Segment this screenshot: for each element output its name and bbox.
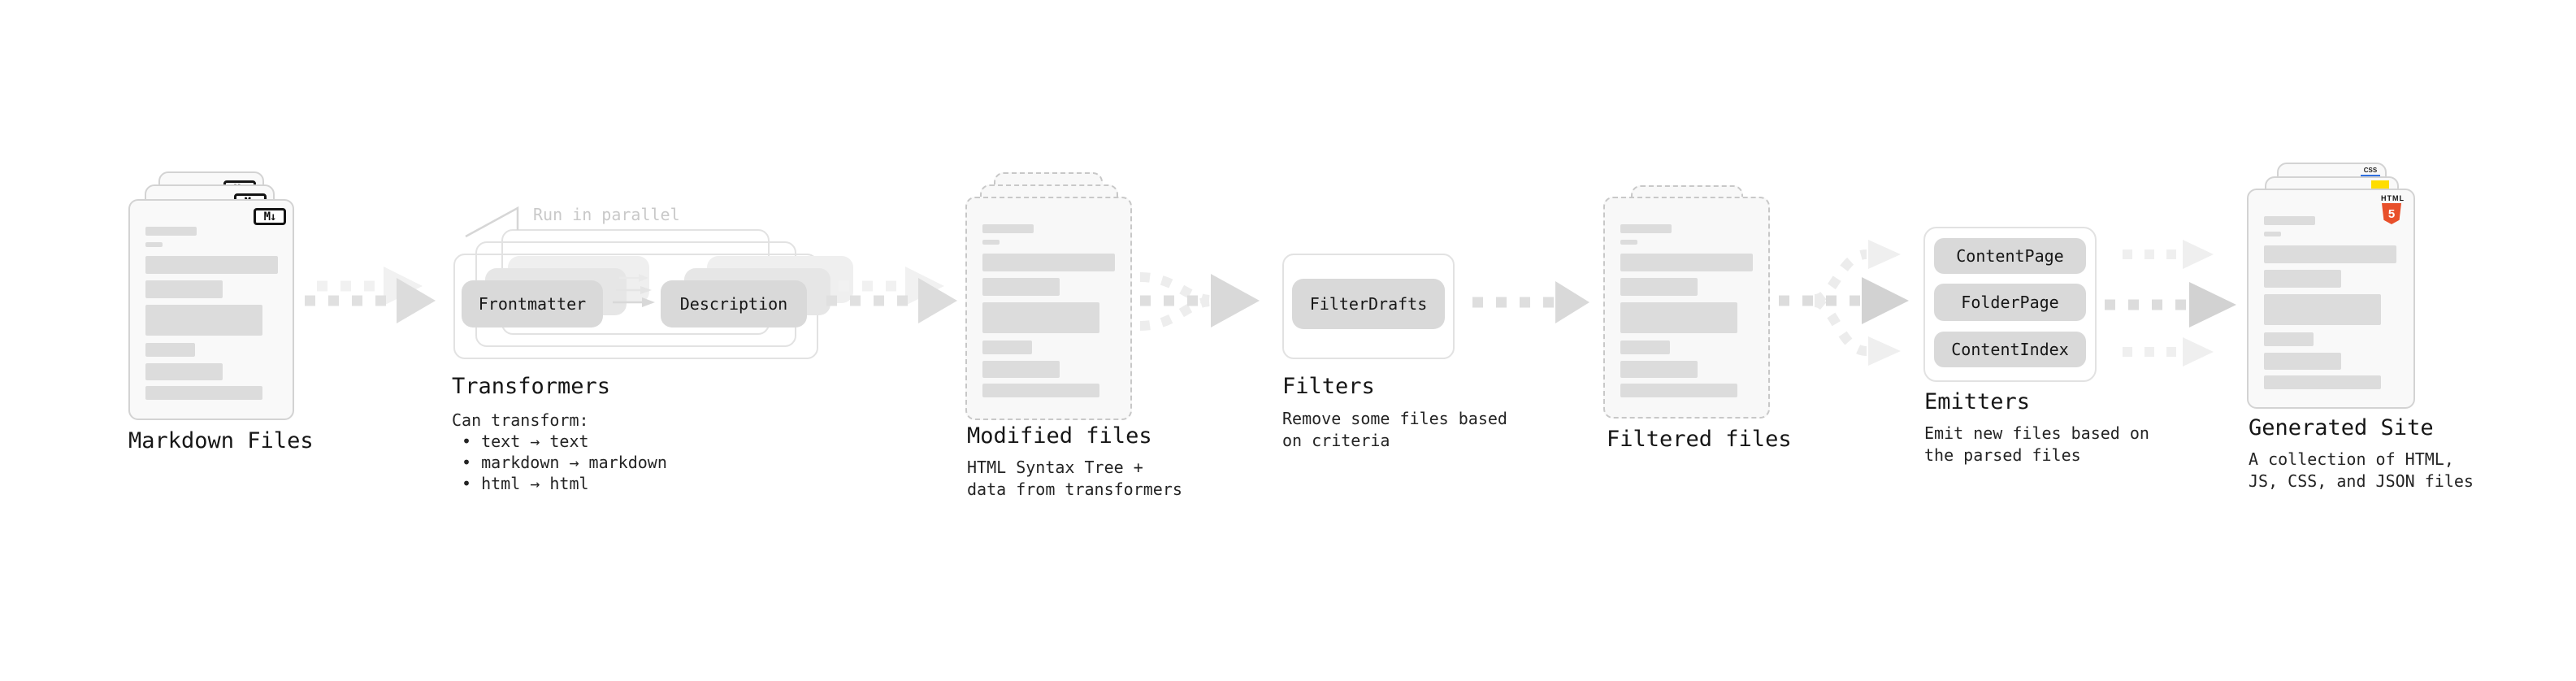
stage-label: Markdown Files (128, 428, 314, 453)
doc-text-bar (1620, 302, 1737, 333)
document-card (965, 197, 1132, 420)
document-card: M↓ (128, 199, 294, 420)
stage-label: Transformers (452, 374, 611, 399)
run-in-parallel-annotation: Run in parallel (533, 205, 680, 224)
doc-text-bar (982, 302, 1099, 333)
doc-text-bar (2264, 332, 2314, 346)
stage-description: Can transform: • text → text • markdown … (452, 410, 667, 494)
filters-frame (1282, 254, 1455, 359)
doc-text-bar (1620, 240, 1637, 245)
doc-text-bar (145, 386, 262, 400)
stage-description: Emit new files based on the parsed files (1924, 423, 2149, 465)
flow-arrow-filtered-to-emitters (1779, 240, 1909, 366)
flow-arrow-transformers-to-modified (826, 267, 957, 323)
flow-arrow-emitters-to-generated (2105, 240, 2236, 367)
doc-text-bar (982, 240, 1000, 245)
desc-bullet: • markdown → markdown (462, 453, 667, 472)
doc-text-bar (1620, 278, 1698, 296)
doc-text-bar (1620, 384, 1737, 397)
stage-description: Remove some files based on criteria (1282, 409, 1507, 450)
doc-text-bar (1620, 254, 1753, 271)
transformer-box-description: Description (661, 280, 807, 327)
emitter-box-contentpage: ContentPage (1934, 238, 2086, 274)
stage-label: Emitters (1924, 389, 2031, 414)
desc-bullet: • html → html (462, 474, 589, 493)
emitter-box-folderpage: FolderPage (1934, 284, 2086, 321)
desc-bullet: • text → text (462, 432, 589, 451)
doc-text-bar (2264, 232, 2281, 236)
emitters-frame (1923, 227, 2097, 382)
doc-text-bar (2264, 353, 2341, 370)
doc-text-bar (982, 361, 1060, 378)
doc-text-bar (1620, 340, 1670, 354)
stage-label: Modified files (967, 423, 1152, 449)
doc-text-bar (145, 227, 197, 236)
desc-line: Can transform: (452, 410, 589, 430)
flow-arrow-markdown-to-transformers (305, 267, 436, 323)
parallel-mini-arrows (613, 274, 655, 307)
doc-text-bar (982, 254, 1115, 271)
transformer-box-frontmatter: Frontmatter (462, 280, 603, 327)
doc-text-bar (145, 363, 223, 380)
document-card (1603, 197, 1770, 419)
document-card: HTML 5 (2247, 189, 2415, 409)
doc-text-bar (145, 280, 223, 298)
doc-text-bar (145, 343, 195, 357)
stage-description: A collection of HTML, JS, CSS, and JSON … (2249, 449, 2474, 491)
stage-label: Filters (1282, 374, 1375, 399)
doc-text-bar (145, 242, 163, 247)
flow-arrow-modified-to-filters (1139, 272, 1260, 331)
stage-label: Generated Site (2249, 415, 2434, 440)
doc-text-bar (982, 224, 1034, 233)
css-icon: CSS (2361, 167, 2380, 177)
stage-description: HTML Syntax Tree + data from transformer… (967, 458, 1182, 499)
doc-text-bar (982, 384, 1099, 397)
annotation-leader-line (465, 206, 519, 238)
stage-label: Filtered files (1607, 427, 1792, 452)
doc-text-bar (982, 278, 1060, 296)
doc-text-bar (145, 305, 262, 336)
doc-text-bar (2264, 294, 2381, 325)
doc-text-bar (2264, 245, 2396, 263)
doc-text-bar (2264, 270, 2341, 288)
markdown-icon: M↓ (254, 208, 286, 225)
doc-text-bar (1620, 224, 1672, 233)
doc-text-bar (2264, 216, 2315, 225)
emitter-box-contentindex: ContentIndex (1934, 332, 2086, 367)
doc-text-bar (982, 340, 1032, 354)
filter-box-filterdrafts: FilterDrafts (1292, 279, 1445, 329)
flow-arrow-filters-to-filtered (1472, 281, 1589, 323)
html5-icon: HTML 5 (2381, 194, 2404, 224)
js-icon (2371, 180, 2389, 189)
doc-text-bar (145, 256, 278, 274)
doc-text-bar (2264, 375, 2381, 389)
doc-text-bar (1620, 361, 1698, 378)
